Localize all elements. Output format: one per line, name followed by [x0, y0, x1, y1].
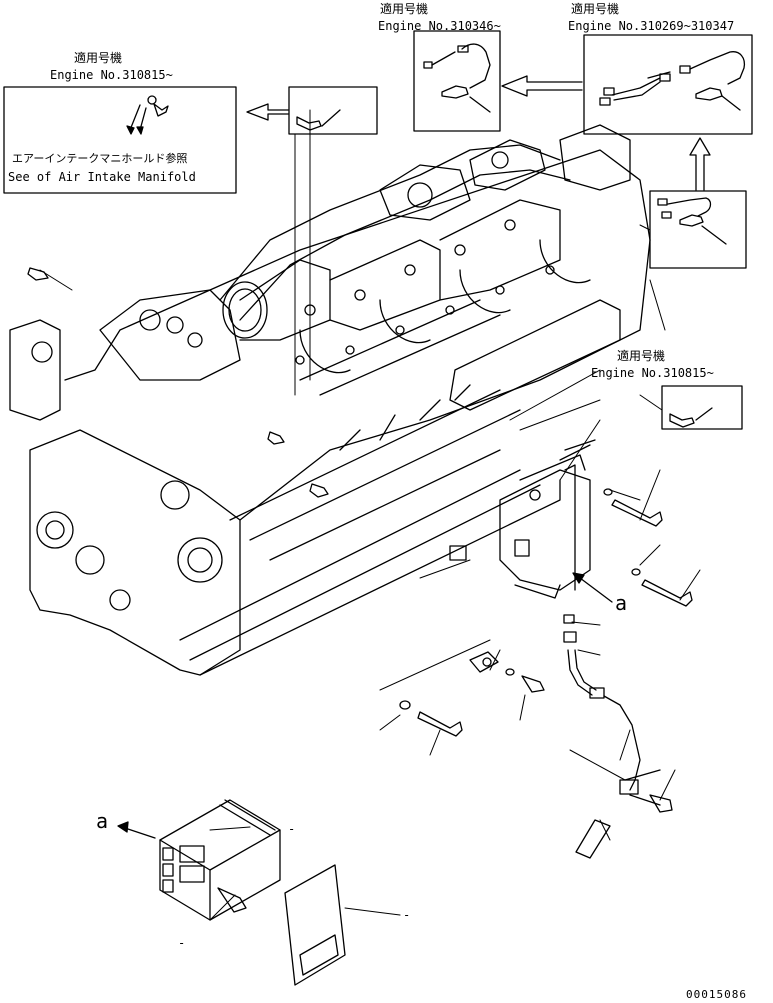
callout-box-intake: [3, 86, 237, 194]
engine-number-label: Engine No.310269~310347: [568, 19, 735, 33]
spacer-icon: [449, 545, 467, 561]
engine-number-label: Engine No.310815~: [591, 366, 714, 380]
sensor-with-lead-icon: [423, 43, 491, 113]
washer-icon: [505, 668, 515, 676]
sensor-icon: [267, 431, 285, 445]
bolt-icon: [641, 579, 693, 607]
applicability-label-jp: 適用号機: [571, 2, 620, 16]
engine-block: [9, 124, 651, 676]
sensor-icon: [126, 95, 169, 135]
sensor-icon: [296, 109, 341, 131]
hollow-arrow-icon: [501, 75, 583, 97]
sensor-harness-icon: [603, 695, 661, 806]
bolt-row: [295, 219, 555, 365]
figure-number: 00015086: [686, 988, 747, 1001]
arrow-icon: [572, 572, 613, 603]
engine-number-label: Engine No.310346~: [378, 19, 501, 33]
leader-lines: [39, 109, 701, 921]
label-plate-icon: [284, 864, 346, 986]
sensor-icon: [669, 407, 713, 428]
leader-dash: -: [403, 908, 411, 922]
hollow-arrow-icon: [689, 137, 711, 191]
callout-box-sensor-right: [649, 190, 747, 269]
sensor-icon: [309, 483, 329, 498]
arrow-icon: [117, 821, 156, 839]
bolt-icon: [417, 711, 463, 737]
reference-mark-a: a: [615, 591, 628, 615]
bolt-icon: [649, 794, 673, 813]
engine-number-label: Engine No.310815~: [50, 68, 173, 82]
intake-reference-jp: エアーインテークマニホールド参照: [12, 152, 188, 165]
bolt-icon: [611, 499, 663, 527]
callout-box-310815-lower: [661, 385, 743, 430]
harness-with-sensor-icon: [599, 51, 746, 111]
intake-reference-en: See of Air Intake Manifold: [8, 170, 196, 184]
applicability-label-jp: 適用号機: [74, 51, 123, 65]
applicability-label-jp: 適用号機: [617, 349, 666, 363]
leader-dash: -: [288, 822, 296, 836]
callout-box-sensor-small: [288, 86, 378, 135]
controller-box-icon: [159, 799, 281, 921]
leader-dash: -: [178, 936, 186, 950]
callout-box-310346: [413, 30, 501, 132]
speed-sensor-icon: [469, 651, 499, 673]
bolt-icon: [217, 887, 247, 913]
reference-mark-a: a: [96, 809, 109, 833]
hollow-arrow-icon: [246, 103, 289, 121]
pipe-fitting-icon: [563, 614, 605, 699]
bolt-icon: [521, 675, 545, 693]
washer-icon: [603, 488, 613, 496]
washer-icon: [399, 700, 411, 710]
callout-box-310269: [583, 34, 753, 135]
sensor-with-lead-icon: [657, 197, 727, 245]
washer-icon: [631, 568, 641, 576]
controller-mount-bracket: [499, 439, 596, 599]
applicability-label-jp: 適用号機: [380, 2, 429, 16]
clamp-icon: [575, 819, 611, 859]
sensor-icon: [27, 267, 49, 281]
